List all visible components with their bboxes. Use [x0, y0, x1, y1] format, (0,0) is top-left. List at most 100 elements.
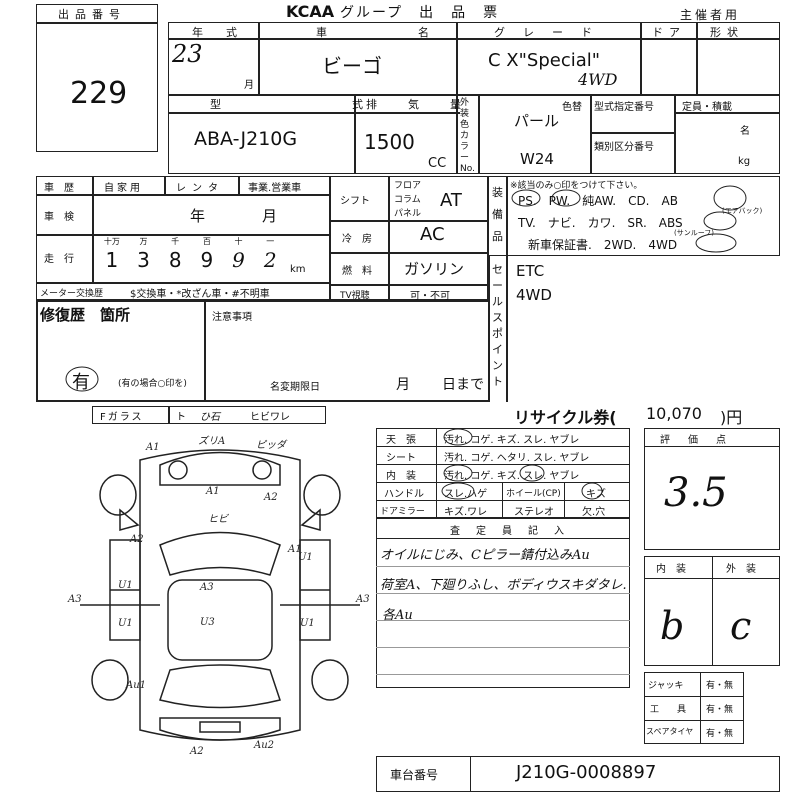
grade-note: 4WD [578, 70, 618, 89]
history-option-rental: レンタ [176, 183, 224, 194]
equipment-label: 装備品 [492, 186, 503, 243]
lot-box [36, 4, 158, 152]
interior-row-extra-label: ホイール(CP) [506, 489, 561, 499]
circle-mark [519, 464, 545, 482]
capacity-unit-persons: 名 [740, 126, 750, 137]
name-change-label: 名変期限日 [270, 382, 320, 393]
damage-mark: ズリA [198, 435, 225, 447]
mileage-places: 十万 万 千 百 十 一 [96, 236, 286, 248]
type-value: ABA-J210G [194, 128, 298, 150]
inspection-year: 年 [190, 207, 206, 225]
car-rear-bumper [159, 717, 281, 741]
history-box [36, 176, 330, 300]
lot-label: 出品番号 [58, 8, 126, 21]
mileage-digits: 1 3 8 9 9 2 [96, 248, 286, 278]
vehicle-info-box [168, 22, 780, 174]
damage-mark: U1 [118, 580, 133, 591]
shift-label: シフト [340, 196, 370, 207]
mileage-digit: 8 [168, 248, 182, 272]
damage-mark: U1 [300, 618, 315, 629]
sponsor-label: 主催者用 [680, 8, 741, 22]
exterior-color-label: 外装色 カラーNo. [460, 98, 475, 174]
logo: KCAA [286, 2, 335, 21]
aircon-label: 冷 房 [342, 234, 372, 245]
damage-mark: A1 [145, 442, 160, 453]
recycle-label: リサイクル券( [514, 408, 617, 427]
mileage-label: 走 行 [44, 254, 74, 265]
place-label: 百 [202, 237, 211, 246]
accessory-label: ジャッキ [648, 681, 684, 691]
equipment-note: ※該当のみ○印をつけて下さい。 [510, 181, 643, 191]
color-code: W24 [520, 150, 554, 168]
circle-mark [581, 482, 603, 500]
mileage-unit: km [290, 264, 306, 275]
repair-circle [65, 366, 99, 392]
wheel-rear-right [311, 659, 349, 701]
exterior-score-label: 外 装 [726, 564, 756, 575]
side-panel-left [109, 539, 141, 641]
side-panel-right [299, 539, 331, 641]
roof [167, 579, 273, 661]
interior-row-extra-label: ステレオ [514, 507, 554, 518]
fuel-label: 燃 料 [342, 266, 372, 277]
glass-label: Fガラス [100, 412, 144, 423]
place-label: 万 [139, 237, 148, 246]
headlight [168, 460, 188, 480]
lot-number: 229 [70, 76, 128, 111]
damage-mark: A1 [287, 544, 302, 555]
chassis-box [376, 756, 780, 792]
history-option-business: 事業.営業車 [248, 183, 302, 194]
fuel-value: ガソリン [404, 260, 465, 278]
score-value: 3.5 [664, 470, 728, 516]
chassis-number: J210G-0008897 [516, 762, 657, 783]
circle-mark [443, 464, 473, 482]
interior-row-value: スレ.ハゲ [444, 489, 488, 500]
sales-point-item: 4WD [516, 286, 552, 304]
interior-row-label: ハンドル [384, 489, 424, 500]
damage-mark: ヒビ [208, 513, 229, 525]
damage-mark: A2 [129, 534, 144, 545]
sales-point-item: ETC [516, 262, 545, 280]
interior-row-label: 天 張 [386, 435, 416, 446]
accessory-value: 有・無 [706, 681, 734, 691]
year-label: 年 式 [192, 26, 243, 39]
equipment-sunroof-note: (サンルーフ) [674, 229, 715, 237]
displacement-value: 1500 [364, 130, 415, 154]
wheel-front-right [303, 474, 341, 516]
inspection-label: 車 検 [44, 212, 74, 223]
damage-mark: Au2 [253, 740, 274, 751]
circle-mark [695, 233, 737, 253]
car-diagram: A1 ズリA ピッダ A1 A2 A1 A2 ヒビ U1 U1 A3 A3 A3… [67, 435, 370, 757]
shift-option-panel: パネル [394, 209, 422, 219]
interior-row-label: 内 装 [386, 471, 416, 482]
interior-row-label: ドアミラー [380, 507, 425, 517]
history-label: 車 歴 [44, 183, 74, 194]
model-name-value: ビーゴ [322, 54, 382, 78]
repair-label: 修復歴 箇所 [40, 306, 131, 324]
shape-label: 形状 [710, 26, 744, 39]
inspection-month: 月 [262, 207, 278, 225]
damage-mark: Au1 [125, 680, 146, 691]
damage-mark: U1 [298, 552, 313, 563]
circle-mark [441, 482, 475, 500]
damage-mark: U3 [200, 617, 215, 628]
wheel-front-left [99, 474, 137, 516]
mirror-right [300, 508, 321, 531]
damage-mark: A2 [189, 746, 204, 757]
capacity-label: 定員・積載 [682, 102, 732, 113]
glass-item-circled: ひ石 [200, 412, 220, 423]
headlight [252, 460, 272, 480]
name-change-month: 月 [396, 377, 410, 393]
interior-row-value: 汚れ. コゲ. キズ. スレ. ヤブレ [444, 435, 580, 446]
equipment-circles [511, 185, 747, 253]
displacement-unit: CC [428, 156, 447, 171]
damage-mark: A3 [199, 582, 214, 593]
interior-row-extra-value: キズ [586, 489, 606, 500]
damage-mark: A2 [263, 492, 278, 503]
interior-row-extra-value: 欠.穴 [582, 507, 606, 518]
shift-option-floor: フロア [394, 181, 422, 191]
exterior-score-value: c [730, 604, 752, 648]
repair-value: 有 [72, 372, 90, 393]
sales-points-label: セールスポイント [492, 263, 503, 388]
chassis-label: 車台番号 [390, 768, 439, 782]
